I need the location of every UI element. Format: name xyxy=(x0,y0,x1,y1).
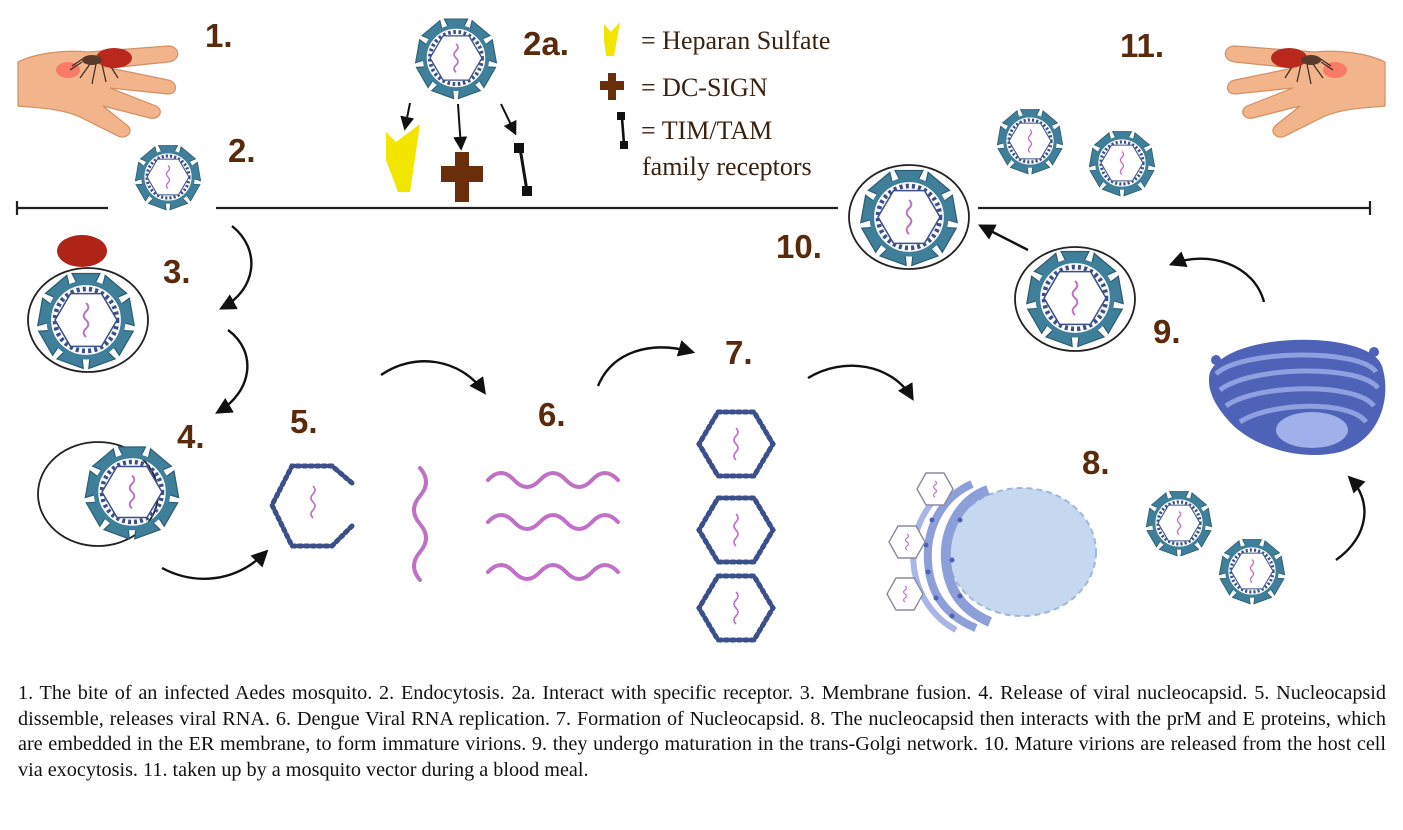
step-label-5: 5. xyxy=(290,403,318,440)
dc-sign-icon xyxy=(600,73,624,100)
hand-mosquito-bite-icon xyxy=(17,45,179,138)
dengue-life-cycle-diagram xyxy=(15,17,1386,660)
step-label-1: 1. xyxy=(205,17,233,54)
arrow-icon xyxy=(161,549,269,580)
arrow-icon xyxy=(400,102,415,131)
rna-strand-icon xyxy=(486,563,620,581)
nucleocapsid-icon xyxy=(699,576,773,640)
rna-strand-icon xyxy=(412,466,428,582)
rna-strand-icon xyxy=(486,471,620,489)
arrow-icon xyxy=(978,224,1029,252)
step-label-2: 2. xyxy=(228,132,256,169)
dc-sign-icon xyxy=(441,152,483,202)
golgi-icon xyxy=(1208,339,1386,456)
arrow-icon xyxy=(596,340,696,387)
arrow-icon xyxy=(807,364,914,401)
arrow-icon xyxy=(453,103,468,151)
nucleocapsid-icon xyxy=(699,412,773,476)
arrow-icon xyxy=(215,329,249,414)
legend-dc-sign: = DC-SIGN xyxy=(641,73,768,102)
rna-strand-icon xyxy=(486,513,620,531)
step-label-2a: 2a. xyxy=(523,25,569,62)
step-label-4: 4. xyxy=(177,418,205,455)
virus-icon xyxy=(1087,129,1157,198)
legend-tim-tam: = TIM/TAM xyxy=(641,116,773,145)
virus-icon xyxy=(1144,489,1214,558)
heparan-sulfate-icon xyxy=(386,124,420,192)
step-label-8: 8. xyxy=(1082,444,1110,481)
exocytosis-vesicle-icon xyxy=(848,164,970,270)
legend-heparan-sulfate: = Heparan Sulfate xyxy=(641,26,831,55)
nucleocapsid-icon xyxy=(699,498,773,562)
er-nucleus-icon xyxy=(886,472,1097,633)
virus-entering-icon xyxy=(133,143,203,212)
hand-mosquito-feeding-icon xyxy=(1224,45,1386,138)
step-label-10: 10. xyxy=(776,228,822,265)
endosome-vesicle-icon xyxy=(27,267,149,373)
virus-icon xyxy=(995,107,1065,176)
step-label-11: 11. xyxy=(1120,27,1165,64)
tim-tam-receptor-icon xyxy=(617,112,628,149)
legend-tim-tam-family: family receptors xyxy=(642,152,812,181)
step-label-6: 6. xyxy=(538,396,566,433)
disassembling-nucleocapsid-icon xyxy=(269,463,357,549)
cell-membrane xyxy=(15,201,1372,215)
heparan-sulfate-icon xyxy=(604,22,620,56)
step-label-9: 9. xyxy=(1153,313,1181,350)
figure-caption: 1. The bite of an infected Aedes mosquit… xyxy=(18,682,1386,781)
membrane-fusion-icon xyxy=(37,441,179,547)
tim-tam-receptor-icon xyxy=(514,143,532,196)
arrow-icon xyxy=(1168,251,1266,303)
arrow-icon xyxy=(380,360,486,395)
virus-icon xyxy=(1217,537,1287,606)
arrow-icon xyxy=(500,103,517,136)
arrow-icon xyxy=(219,225,253,310)
step-label-7: 7. xyxy=(725,334,753,371)
step-label-3: 3. xyxy=(163,253,191,290)
virus-receptor-binding-icon xyxy=(413,17,499,101)
arrow-icon xyxy=(1335,475,1366,561)
blood-drop-icon xyxy=(57,235,107,267)
maturing-vesicle-icon xyxy=(1014,246,1136,352)
